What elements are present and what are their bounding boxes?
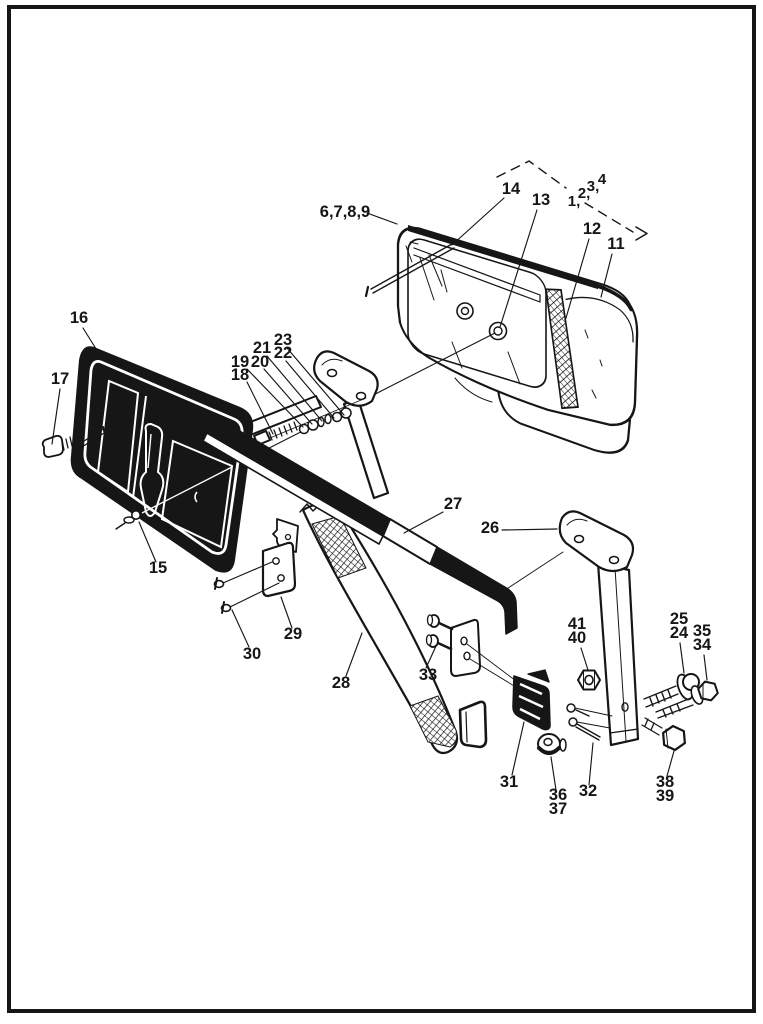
hex-nut-40-41 [577, 669, 601, 691]
callout-33: 33 [419, 666, 437, 684]
left-support-strut [313, 350, 390, 500]
callout-13: 13 [532, 191, 550, 209]
callout-11: 11 [607, 235, 624, 253]
callout-25: 25 [670, 610, 688, 628]
callout-39: 39 [656, 787, 674, 805]
hex-bolt-34-35 [655, 680, 719, 719]
callout-19: 19 [231, 353, 249, 371]
chevron-arrow [635, 226, 648, 241]
callout-14: 14 [502, 180, 521, 198]
callout-18: 18 [231, 366, 249, 384]
callout-1: 1, [568, 193, 581, 210]
screws-30 [213, 561, 280, 614]
callout-41: 41 [568, 615, 586, 633]
callout-27: 27 [444, 495, 462, 513]
callout-6789: 6,7,8,9 [320, 203, 370, 221]
hinge-pin-15 [115, 509, 142, 530]
callout-17: 17 [51, 370, 69, 388]
washers-and-pin-32 [566, 703, 613, 741]
callout-36: 36 [549, 786, 567, 804]
callout-3: 3, [587, 178, 600, 195]
support-rail-27 [202, 415, 564, 704]
panel-right-window [160, 439, 234, 549]
callout-labels: 6,7,8,9 14 13 1, 2, 3, 4 12 11 16 17 18 … [51, 171, 712, 818]
callout-26: 26 [481, 519, 499, 537]
bolt [426, 614, 454, 631]
dashed-reference-lines [496, 160, 648, 241]
callout-21: 21 [253, 339, 271, 357]
callout-34: 34 [693, 636, 712, 654]
right-support-strut-26 [558, 510, 640, 747]
washer-19 [298, 423, 310, 435]
callout-24: 24 [670, 624, 689, 642]
callout-40: 40 [568, 629, 586, 647]
screw-17 [41, 426, 106, 458]
callout-31: 31 [500, 773, 518, 791]
sketch-shading [405, 241, 603, 403]
callout-16: 16 [70, 309, 88, 327]
bumper-31 [512, 669, 551, 731]
mounting-bracket-29 [261, 541, 297, 598]
callout-22: 22 [274, 344, 292, 362]
callout-12: 12 [583, 220, 601, 238]
rail-end-flange [450, 618, 481, 677]
latch-handle [139, 422, 165, 517]
leader-lines [51, 197, 708, 791]
bolts-33 [425, 614, 454, 651]
strap-28 [299, 502, 459, 755]
hex-bolt-38-39 [641, 717, 686, 752]
bolt [425, 634, 453, 651]
callout-30: 30 [243, 645, 261, 663]
callout-2: 2, [578, 185, 591, 202]
callout-20: 20 [251, 353, 269, 371]
grommet [456, 302, 474, 320]
callout-15: 15 [149, 559, 167, 577]
bolt-24-25 [643, 673, 700, 708]
backrest-panel [70, 346, 254, 573]
hinge-hole-13 [488, 321, 508, 341]
callout-23: 23 [274, 331, 292, 349]
callout-35: 35 [693, 622, 711, 640]
callout-37: 37 [549, 800, 567, 818]
spacer-21 [317, 413, 332, 428]
callout-38: 38 [656, 773, 674, 791]
panel-left-window [96, 379, 140, 494]
callout-32: 32 [579, 782, 597, 800]
washer-23 [340, 407, 352, 419]
callout-4: 4 [598, 171, 607, 188]
rubber-pad [458, 700, 488, 749]
hinge-rod-14 [364, 243, 455, 298]
callout-29: 29 [284, 625, 302, 643]
flange-nut-36-37 [537, 733, 567, 755]
trim-strip-12 [545, 288, 579, 410]
page-border [7, 5, 756, 1013]
callout-28: 28 [332, 674, 350, 692]
